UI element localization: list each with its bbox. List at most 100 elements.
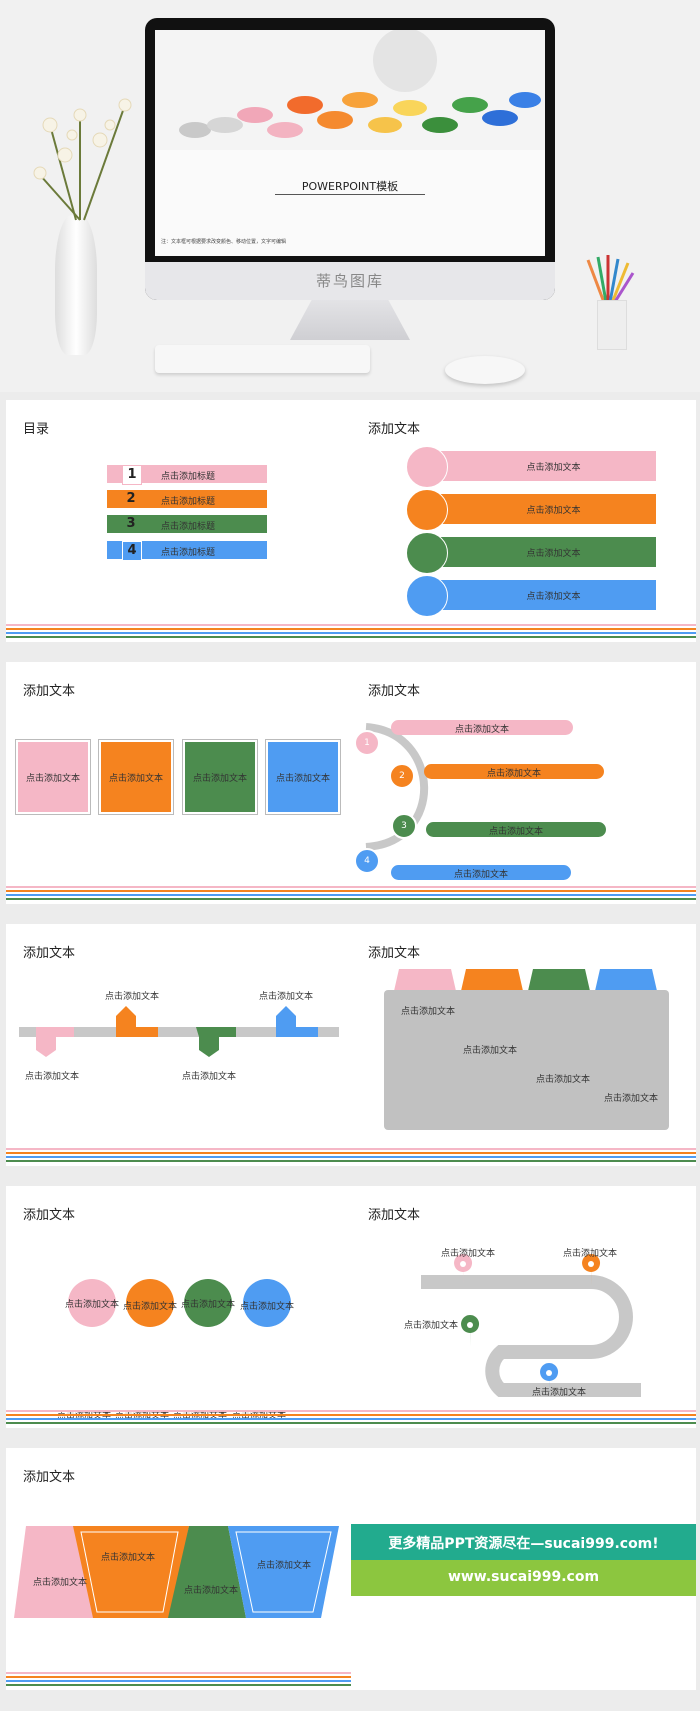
band-label: 点击添加文本 — [257, 1561, 312, 1571]
slide-title: 添加文本 — [368, 684, 421, 699]
step-label: 点击添加文本 — [486, 769, 541, 779]
promo-link-bar[interactable] — [351, 1560, 696, 1596]
arc-line — [365, 723, 429, 851]
step-bar-blue — [391, 865, 571, 880]
step-bar-green — [426, 822, 606, 837]
square-label: 点击添加文本 — [25, 774, 80, 784]
bar-blue — [426, 580, 656, 610]
flower-vase-image — [55, 215, 97, 355]
footer-stripes — [351, 624, 696, 638]
footer-stripes — [6, 624, 351, 638]
circle-green — [184, 1279, 232, 1327]
bar-pink — [426, 451, 656, 481]
slide-timeline-arrows: 添加文本 点击添加文本 点击添加文本 点击添加文本 点击添加文本 — [6, 924, 351, 1166]
promo-banner — [351, 1524, 696, 1560]
toc-item-3 — [107, 515, 267, 533]
toc-item-2 — [107, 490, 267, 508]
slide-title: 添加文本 — [23, 946, 76, 961]
square-orange — [98, 739, 174, 815]
footer-stripes — [6, 1148, 351, 1162]
cover-slide: POWERPOINT模板 注：文本框可根据要求改变颜色、移动位置，文字可编辑 — [155, 30, 545, 256]
circle-label: 点击添加文本 — [239, 1302, 294, 1312]
promo-line1: 更多精品PPT资源尽在—sucai999.com! — [388, 1536, 659, 1552]
pencil-cup-image — [597, 300, 627, 350]
bar-label: 点击添加文本 — [526, 549, 581, 559]
toc-label: 点击添加标题 — [161, 472, 216, 482]
square-blue — [265, 739, 341, 815]
bar-orange — [426, 494, 656, 524]
pills-photo — [155, 30, 545, 150]
circle-blue — [243, 1279, 291, 1327]
timeline-arrows — [36, 1006, 318, 1057]
footer-stripes — [6, 886, 351, 900]
folder-label: 点击添加文本 — [536, 1075, 591, 1085]
slide-circles: 添加文本 点击添加文本 点击添加文本 点击添加文本 点击添加文本 点击添加文本 … — [6, 1186, 351, 1428]
circle-orange — [126, 1279, 174, 1327]
winding-road — [421, 1254, 641, 1397]
slide-promo: 更多精品PPT资源尽在—sucai999.com! www.sucai999.c… — [351, 1448, 696, 1690]
step-label: 点击添加文本 — [488, 827, 543, 837]
circle-pink — [406, 446, 448, 488]
keyboard-image — [155, 345, 370, 373]
step-bar-orange — [424, 764, 604, 779]
slide-title: 添加文本 — [23, 1470, 76, 1485]
slide-circle-bars: 添加文本 点击添加文本 点击添加文本 点击添加文本 点击添加文本 — [351, 400, 696, 642]
step-number: 1 — [354, 730, 380, 756]
bottom-label: 点击添加文本 — [115, 1411, 170, 1421]
step-number: 3 — [391, 813, 417, 839]
bar-green — [426, 537, 656, 567]
step-number: 2 — [389, 763, 415, 789]
timeline-label: 点击添加文本 — [25, 1072, 80, 1082]
bar-label: 点击添加文本 — [526, 592, 581, 602]
square-label: 点击添加文本 — [108, 774, 163, 784]
monitor-stand — [290, 300, 410, 340]
folder-label: 点击添加文本 — [463, 1046, 518, 1056]
timeline-label: 点击添加文本 — [105, 992, 160, 1002]
bottom-label: 点击添加文本 — [232, 1411, 287, 1421]
map-pin-icon — [454, 1254, 601, 1395]
folder-label: 点击添加文本 — [604, 1094, 659, 1104]
mouse-image — [445, 356, 525, 384]
slide-road-map: 添加文本 点击添加文本 点击添加文本 点击添加文本 点击添加文本 — [351, 1186, 696, 1428]
slide-arc-steps: 添加文本 点击添加文本 点击添加文本 点击添加文本 点击添加文本 1 2 3 4 — [351, 662, 696, 904]
slide-title: 添加文本 — [368, 946, 421, 961]
footer-stripes — [351, 886, 696, 900]
square-label: 点击添加文本 — [275, 774, 330, 784]
step-number: 4 — [354, 848, 380, 874]
circle-label: 点击添加文本 — [122, 1302, 177, 1312]
toc-number: 1 — [122, 465, 142, 485]
timeline-bar — [19, 1027, 339, 1037]
slide-title: 添加文本 — [23, 1208, 76, 1223]
bottom-label: 点击添加文本 — [173, 1411, 228, 1421]
toc-number: 2 — [122, 490, 140, 508]
slide-squares: 添加文本 点击添加文本 点击添加文本 点击添加文本 点击添加文本 — [6, 662, 351, 904]
bar-label: 点击添加文本 — [526, 506, 581, 516]
square-label: 点击添加文本 — [192, 774, 247, 784]
square-green — [182, 739, 258, 815]
step-bar-pink — [391, 720, 573, 735]
brand-watermark: 蒂鸟图库 — [315, 272, 384, 290]
title-underline — [275, 194, 425, 195]
folder-body — [384, 990, 669, 1130]
toc-number: 3 — [122, 515, 140, 533]
promo-link[interactable]: www.sucai999.com — [447, 1569, 600, 1585]
cover-title: POWERPOINT模板 — [301, 180, 399, 193]
square-pink — [15, 739, 91, 815]
footer-stripes — [351, 1410, 696, 1424]
circle-pink — [68, 1279, 116, 1327]
slide-toc: 目录 1 点击添加标题 2 点击添加标题 3 点击添加标题 4 点击添加标题 — [6, 400, 351, 642]
hero-banner: POWERPOINT模板 注：文本框可根据要求改变颜色、移动位置，文字可编辑 蒂… — [0, 0, 700, 392]
step-label: 点击添加文本 — [453, 870, 508, 880]
slide-folder-tabs: 添加文本 点击添加文本 点击添加文本 点击添加文本 点击添加文本 — [351, 924, 696, 1166]
circle-label: 点击添加文本 — [180, 1300, 235, 1310]
band-label: 点击添加文本 — [101, 1553, 156, 1563]
slide-title: 添加文本 — [23, 684, 76, 699]
monitor-image: POWERPOINT模板 注：文本框可根据要求改变颜色、移动位置，文字可编辑 蒂… — [145, 18, 555, 300]
flowers-image — [33, 98, 132, 221]
trapezoid-band — [14, 1526, 339, 1618]
circle-label: 点击添加文本 — [64, 1300, 119, 1310]
toc-label: 点击添加标题 — [161, 522, 216, 532]
cover-note: 注：文本框可根据要求改变颜色、移动位置，文字可编辑 — [161, 239, 287, 245]
toc-item-4 — [107, 541, 267, 559]
band-label: 点击添加文本 — [184, 1586, 239, 1596]
